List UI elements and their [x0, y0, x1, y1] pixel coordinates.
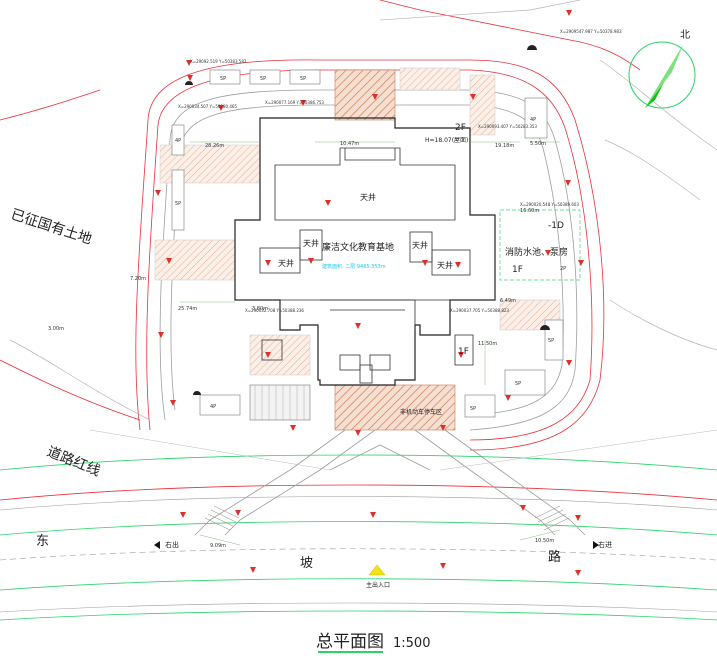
building-name: 廉洁文化教育基地 — [322, 241, 394, 253]
coord-6: X=290020.548 Y=50389.603 — [520, 202, 579, 207]
road-name-char-2: 坡 — [300, 556, 313, 571]
dimension-2: 25.74m — [178, 306, 197, 312]
exit-right-label: 右出 — [165, 540, 179, 549]
crosswalks — [204, 505, 570, 531]
dimension-12: 16.60m — [520, 208, 539, 214]
parking-stall-dividers — [254, 385, 305, 420]
coord-1: X=29092.519 Y=50383.582 — [190, 59, 247, 64]
entrance-junction — [194, 429, 586, 536]
fire-pool-outline — [499, 209, 581, 281]
coord-5: X=290093.407 Y=50283.353 — [478, 124, 537, 129]
road-edge-details — [89, 429, 717, 471]
dimension-10: 6.49m — [500, 298, 516, 304]
road-name-char-3: 路 — [548, 549, 561, 565]
dimension-3: 10.47m — [340, 141, 359, 147]
parking-stalls — [171, 69, 564, 421]
dimension-5: 5.50m — [530, 141, 546, 147]
entry-right-label: 右进 — [598, 540, 612, 549]
building-floors-east: 1F — [458, 347, 469, 357]
land-left-label: 已征国有土地 — [9, 207, 94, 248]
coord-2: X=2909547.987 Y=50378.983 — [560, 29, 622, 34]
coord-8: X=290037.705 Y=50388.823 — [450, 308, 509, 313]
dimension-8: 10.50m — [535, 538, 554, 544]
building-outline — [234, 117, 496, 386]
north-arrow — [628, 41, 696, 109]
road-red-line-label: 道路红线 — [45, 444, 103, 480]
site-boundary — [0, 0, 641, 451]
north-label: 北 — [680, 29, 690, 41]
parking-label-8: 5P — [548, 338, 554, 344]
courtyard-east-small: 天井 — [412, 240, 428, 250]
drawing-title: 总平面图 — [316, 632, 384, 652]
dimension-1: 28.26m — [205, 143, 224, 149]
text-layer: 已征国有土地 道路红线 廉洁文化教育基地 建筑面积: 二层 9465.353m … — [9, 29, 690, 652]
terrain-contours — [9, 0, 717, 421]
main-entrance-marker — [368, 564, 386, 576]
parking-label-1: 5P — [220, 76, 226, 82]
parking-label-10: 4P — [210, 404, 216, 410]
fire-pump-level: -1D — [548, 221, 564, 231]
exit-arrow-icon — [154, 541, 160, 549]
parking-area-label: 非机动车停车区 — [400, 408, 442, 416]
drawing-scale: 1:500 — [393, 636, 430, 651]
main-road — [0, 454, 717, 621]
building-floors-north: 1F — [512, 265, 523, 275]
paving-areas — [154, 67, 561, 431]
coord-3: X=290034.507 Y=50280.465 — [178, 104, 237, 109]
dimension-4: 19.18m — [495, 143, 514, 149]
parking-label-9: 5P — [515, 381, 521, 387]
main-entrance-label: 主出入口 — [366, 581, 390, 589]
parking-label-11: 5P — [470, 406, 476, 412]
dimension-6: 7.20m — [130, 276, 146, 282]
dimension-7: 9.09m — [210, 543, 226, 549]
coord-4: X=290077.169 Y=50386.753 — [265, 100, 324, 105]
coord-7: X=290032.708 Y=50388.236 — [245, 308, 304, 313]
entry-arrow-icon — [593, 541, 599, 549]
building-height-note: H=18.07(屋面) — [425, 137, 468, 144]
dimension-13: 3.00m — [48, 326, 64, 332]
dimension-lines — [180, 141, 561, 546]
courtyard-west: 天井 — [278, 258, 294, 268]
parking-label-4: 4P — [175, 138, 181, 144]
parking-label-6: 4P — [530, 117, 536, 123]
parking-label-5: 5P — [175, 201, 181, 207]
dimension-11: 3.80m — [252, 306, 268, 312]
building-floors-top: 2F — [455, 123, 466, 133]
parking-label-3: 5P — [300, 76, 306, 82]
courtyard-main: 天井 — [360, 192, 376, 202]
parking-label-2: 5P — [260, 76, 266, 82]
courtyard-west-small: 天井 — [303, 238, 319, 248]
tree-markers — [185, 45, 550, 395]
parking-label-7: 2P — [560, 266, 566, 272]
building-area-note: 建筑面积: 二层 9465.353m — [322, 263, 386, 270]
road-name-char-1: 东 — [36, 534, 49, 549]
internal-road-ring — [159, 89, 578, 431]
courtyard-east: 天井 — [437, 260, 453, 270]
fire-pump-label: 消防水池、泵房 — [505, 246, 568, 258]
building-inner-walls — [235, 147, 495, 384]
dimension-9: 11.50m — [478, 341, 497, 347]
direction-markers — [155, 10, 584, 576]
